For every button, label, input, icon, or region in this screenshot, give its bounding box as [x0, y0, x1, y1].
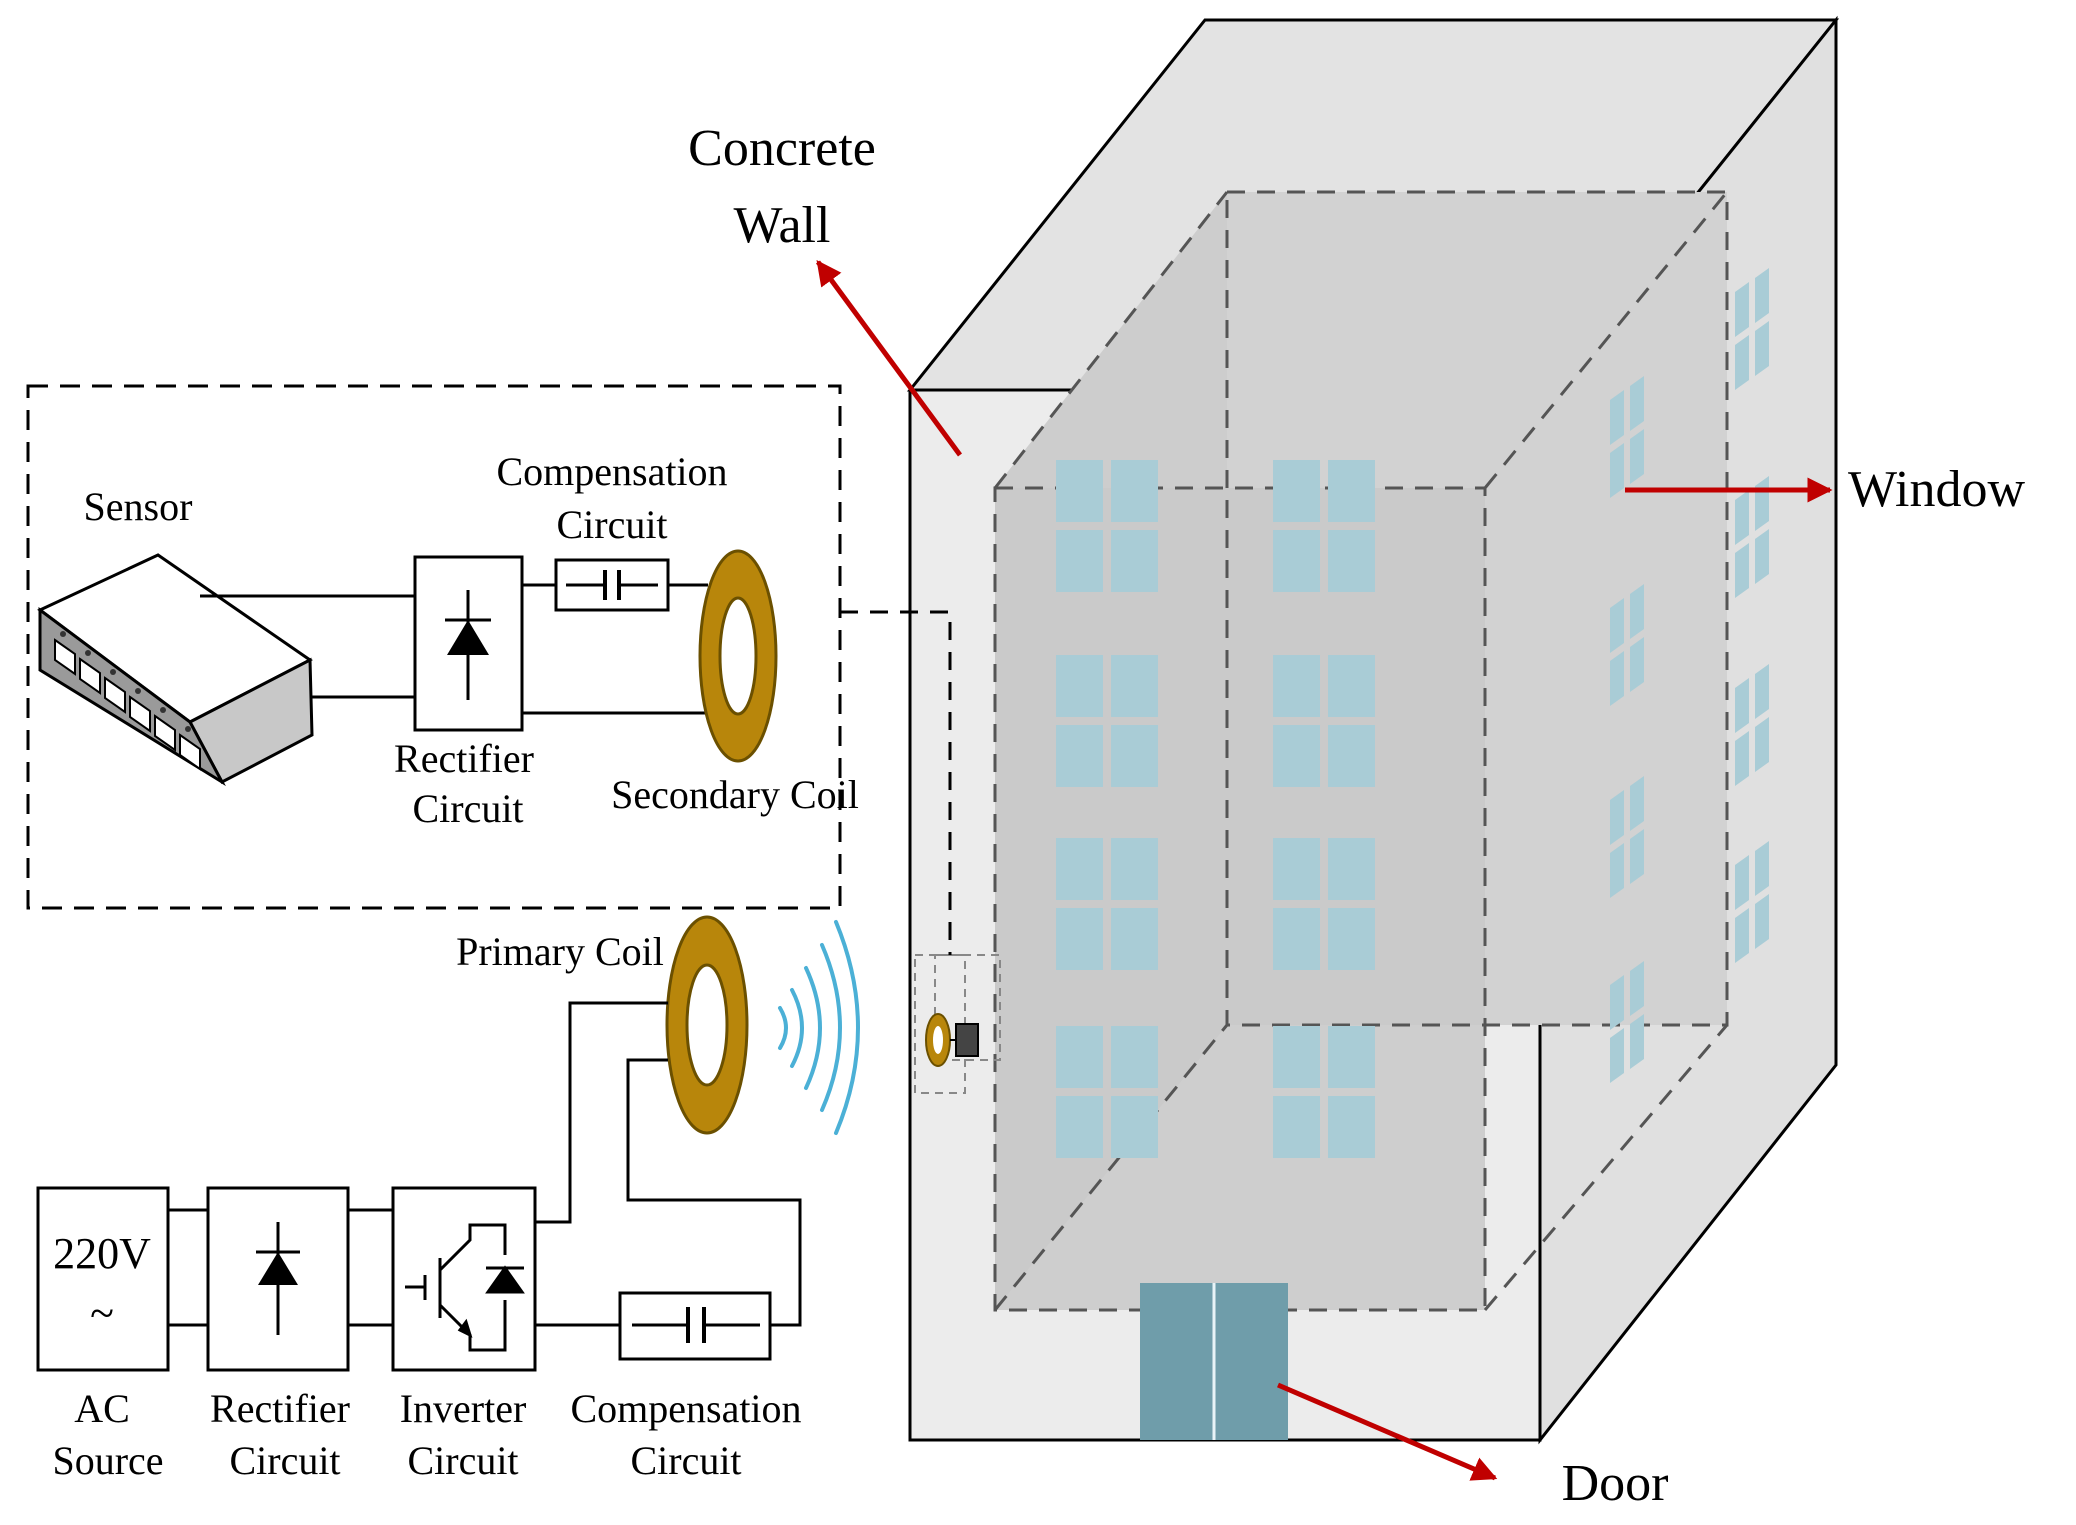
side-window [1735, 268, 1769, 390]
ac-source-value: 220V [53, 1229, 151, 1278]
callout-arrows [815, 259, 1833, 1481]
compensation-top-label-line1: Compensation [496, 449, 727, 494]
inverter-label-line2: Circuit [407, 1438, 518, 1483]
concrete-wall-label-line1: Concrete [688, 120, 876, 177]
sensor-port [179, 726, 201, 771]
primary-coil-label: Primary Coil [456, 929, 664, 974]
front-window [1273, 838, 1375, 970]
compensation-circuit-transmitter [618, 1291, 772, 1361]
receiver-wiring [200, 583, 708, 715]
compensation-bottom-label-line1: Compensation [570, 1386, 801, 1431]
inverter-circuit [391, 1186, 537, 1372]
inverter-label-line1: Inverter [400, 1386, 527, 1431]
window-label: Window [1848, 461, 2025, 518]
sensor-port [54, 631, 76, 676]
sensor-port [154, 707, 176, 752]
door-label: Door [1562, 1455, 1669, 1512]
side-window [1735, 664, 1769, 786]
door-arrow [1277, 1382, 1498, 1481]
front-window [1273, 460, 1375, 592]
sensor-ports [54, 631, 201, 771]
ac-source-label-line1: AC [74, 1386, 130, 1431]
interior-dashed-edges [993, 190, 1729, 1312]
compensation-top-label-line2: Circuit [556, 502, 667, 547]
side-window [1610, 776, 1644, 898]
side-window [1610, 961, 1644, 1083]
sensor-port [129, 688, 151, 733]
ac-source-label-line2: Source [52, 1438, 163, 1483]
rectifier-circuit-receiver [413, 555, 524, 732]
rectifier-top-label-line2: Circuit [412, 786, 523, 831]
sensor-device [37, 553, 314, 787]
wireless-waves-icon [778, 920, 860, 1135]
rectifier-bottom-label-line1: Rectifier [210, 1386, 350, 1431]
secondary-coil [698, 549, 778, 763]
wall-sensor-node [914, 954, 1001, 1094]
receiver-box [26, 384, 952, 955]
rectifier-circuit-transmitter [206, 1186, 350, 1372]
side-windows [1610, 268, 1769, 1083]
front-window [1056, 460, 1158, 592]
concrete-wall-arrow [815, 259, 963, 457]
sensor-port [104, 669, 126, 714]
compensation-circuit-receiver [554, 558, 670, 612]
front-window [1273, 1026, 1375, 1158]
ac-source [36, 1186, 170, 1372]
concrete-wall-label-line2: Wall [734, 197, 831, 254]
compensation-bottom-label-line2: Circuit [630, 1438, 741, 1483]
front-window [1056, 655, 1158, 787]
transmitter-wiring [168, 1001, 802, 1327]
side-window [1610, 376, 1644, 498]
front-window [1273, 655, 1375, 787]
sensor-label: Sensor [84, 484, 193, 529]
rectifier-top-label-line1: Rectifier [394, 736, 534, 781]
primary-coil [665, 915, 749, 1135]
front-windows [1056, 460, 1375, 1158]
front-window [1056, 1026, 1158, 1158]
labels: Concrete Wall Window Door Sensor Compens… [52, 120, 2025, 1512]
side-window [1735, 841, 1769, 963]
side-window [1610, 584, 1644, 706]
rectifier-bottom-label-line2: Circuit [229, 1438, 340, 1483]
building [906, 15, 1840, 1445]
ac-source-symbol: ~ [90, 1289, 114, 1338]
secondary-coil-label: Secondary Coil [611, 772, 859, 817]
door [1140, 1283, 1288, 1440]
front-window [1056, 838, 1158, 970]
sensor-port [79, 650, 101, 695]
